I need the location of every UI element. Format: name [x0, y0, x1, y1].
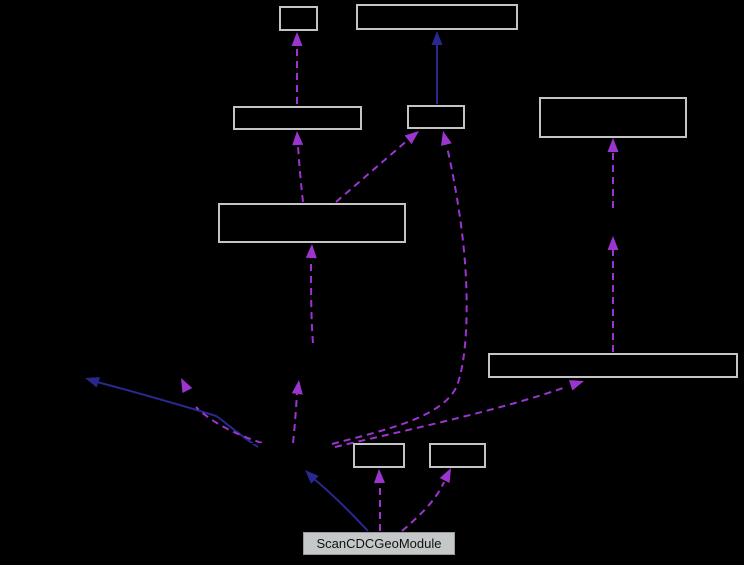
usage-edge-hub-to-hidden-upleft — [181, 378, 263, 444]
hidden-node-upleft — [148, 346, 216, 378]
class-node-small-left[interactable] — [353, 443, 405, 468]
class-node-row2-left[interactable] — [233, 106, 362, 130]
class-node-row3[interactable] — [218, 203, 406, 243]
class-node-small-right[interactable] — [429, 443, 486, 468]
inheritance-edge-middle-to-top — [431, 31, 443, 104]
central-class-node: ScanCDCGeoModule — [303, 532, 455, 555]
hidden-node-right-mid — [561, 209, 665, 236]
usage-edge-row2left-to-topsmall — [291, 32, 303, 104]
usage-edge-hidden-above-to-row3 — [305, 244, 317, 344]
usage-edge-hidden-mid-to-row2right — [607, 138, 619, 208]
class-node-top-wide[interactable] — [356, 4, 518, 30]
usage-edge-hub-to-row2middle-long-curve — [331, 131, 468, 445]
class-node-top-small[interactable] — [279, 6, 318, 31]
usage-edge-row3-to-row2left — [292, 131, 304, 203]
usage-edge-central-to-smallleft — [373, 469, 385, 531]
class-node-row4-wide[interactable] — [488, 353, 738, 378]
class-node-row2-middle[interactable] — [407, 105, 465, 129]
usage-edge-hub-to-row4wide — [334, 380, 584, 448]
hidden-node-hub — [248, 443, 330, 468]
usage-edge-row4wide-to-hidden-mid — [607, 236, 619, 352]
hidden-node-above-hub — [270, 346, 342, 378]
inheritance-edge-central-to-hidden-hub — [305, 470, 369, 532]
inheritance-edge-hub-to-hidden-left — [85, 377, 259, 448]
class-node-row2-right[interactable] — [539, 97, 687, 138]
usage-edge-hub-to-hidden-above — [291, 380, 303, 444]
hidden-node-left — [10, 346, 86, 378]
usage-edge-row3-to-row2middle — [335, 131, 419, 203]
usage-edge-central-to-smallright — [401, 468, 451, 532]
